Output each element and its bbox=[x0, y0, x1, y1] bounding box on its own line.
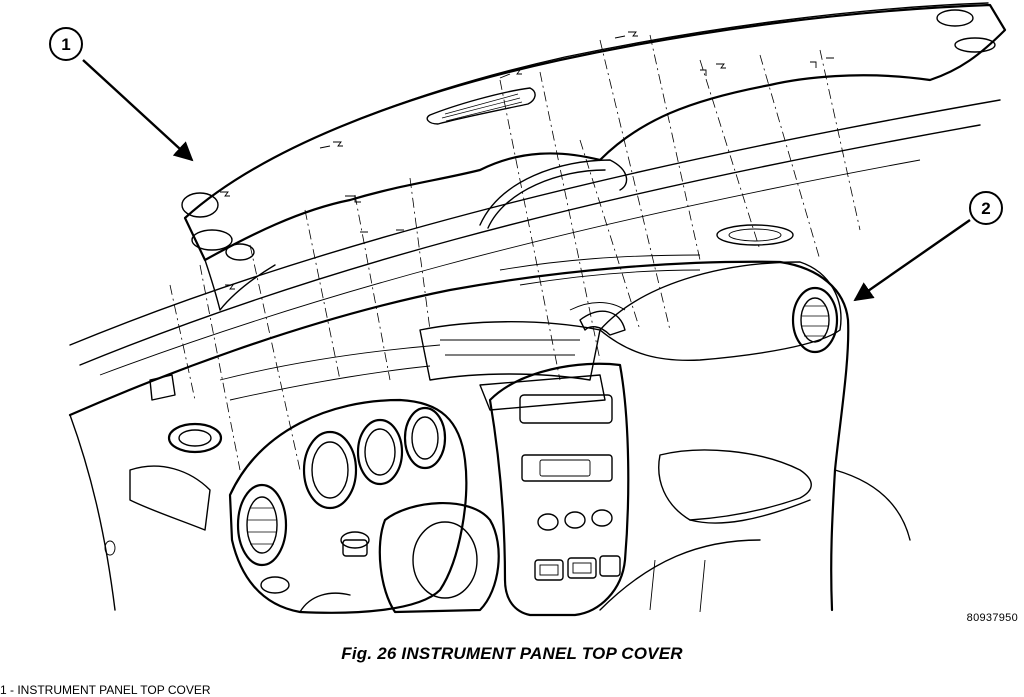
callout-2-number: 2 bbox=[981, 199, 990, 218]
callout-2-leader bbox=[853, 219, 971, 302]
figure-caption: Fig. 26 INSTRUMENT PANEL TOP COVER bbox=[341, 644, 683, 663]
figure-legend-line: 1 - INSTRUMENT PANEL TOP COVER bbox=[0, 683, 211, 697]
top-cover-part bbox=[181, 2, 1007, 311]
windshield-lines bbox=[69, 99, 1001, 376]
callout-1-circle bbox=[49, 27, 83, 61]
callout-1-number: 1 bbox=[61, 35, 70, 54]
figure-id-label: 80937950 bbox=[966, 612, 1018, 624]
alignment-dashed-lines bbox=[169, 34, 861, 471]
instrument-panel-part bbox=[68, 224, 911, 617]
instrument-panel-illustration: 1 2 bbox=[49, 2, 1007, 617]
callout-1-leader bbox=[82, 59, 194, 162]
callout-1: 1 bbox=[49, 27, 194, 162]
callout-2-circle bbox=[969, 191, 1003, 225]
callout-2: 2 bbox=[853, 191, 1003, 302]
